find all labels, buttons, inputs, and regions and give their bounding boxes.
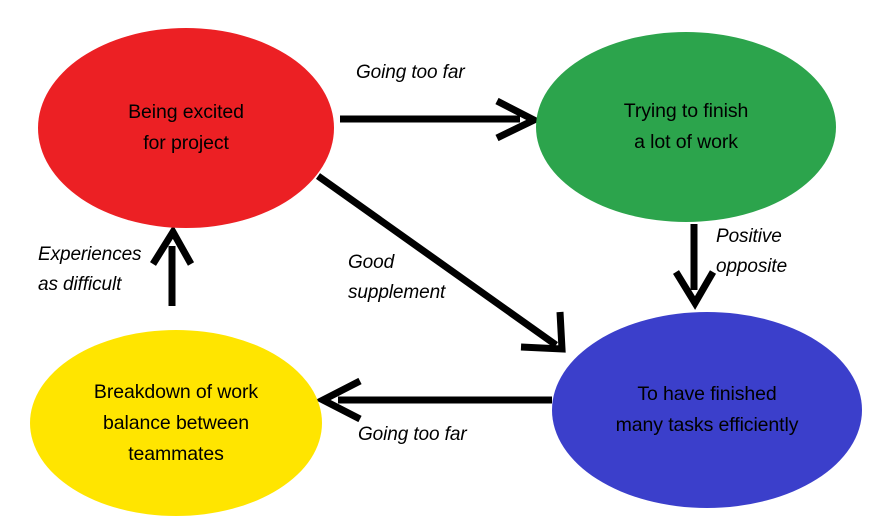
edge-red-to-blue <box>315 173 566 353</box>
node-breakdown-of-work-balance-between-teammates[interactable]: Breakdown of work balance between teamma… <box>30 330 322 516</box>
node-label: Breakdown of work balance between teamma… <box>93 380 259 465</box>
node-being-excited-for-project[interactable]: Being excited for project <box>38 28 334 228</box>
node-label: Trying to finish a lot of work <box>623 100 749 153</box>
edge-label-green-to-blue: Positive opposite <box>716 226 788 277</box>
node-label: Being excited for project <box>128 101 244 154</box>
edge-green-to-blue <box>673 224 717 310</box>
edge-label-blue-to-yellow: Going too far <box>358 424 467 445</box>
node-to-have-finished-many-tasks-efficiently[interactable]: To have finished many tasks efficiently <box>552 312 862 508</box>
edge-red-to-green <box>340 97 542 142</box>
edge-yellow-to-red <box>150 225 195 306</box>
edge-label-red-to-blue: Good supplement <box>348 252 446 303</box>
node-trying-to-finish-a-lot-of-work[interactable]: Trying to finish a lot of work <box>536 32 836 222</box>
edge-label-red-to-green: Going too far <box>356 62 465 83</box>
node-label: To have finished many tasks efficiently <box>615 383 799 436</box>
edge-label-yellow-to-red: Experiences as difficult <box>38 244 142 295</box>
edge-blue-to-yellow <box>315 377 552 423</box>
